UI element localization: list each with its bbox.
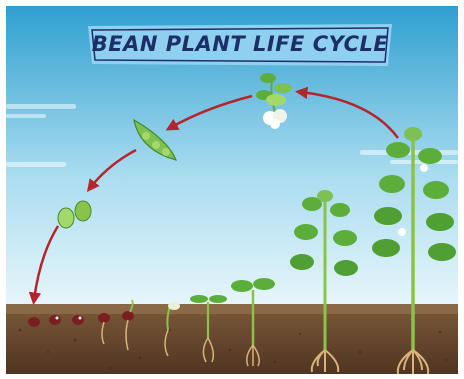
title-banner: BEAN PLANT LIFE CYCLE — [88, 24, 392, 64]
diagram-title: BEAN PLANT LIFE CYCLE — [88, 24, 392, 64]
topsoil-band — [6, 304, 458, 314]
